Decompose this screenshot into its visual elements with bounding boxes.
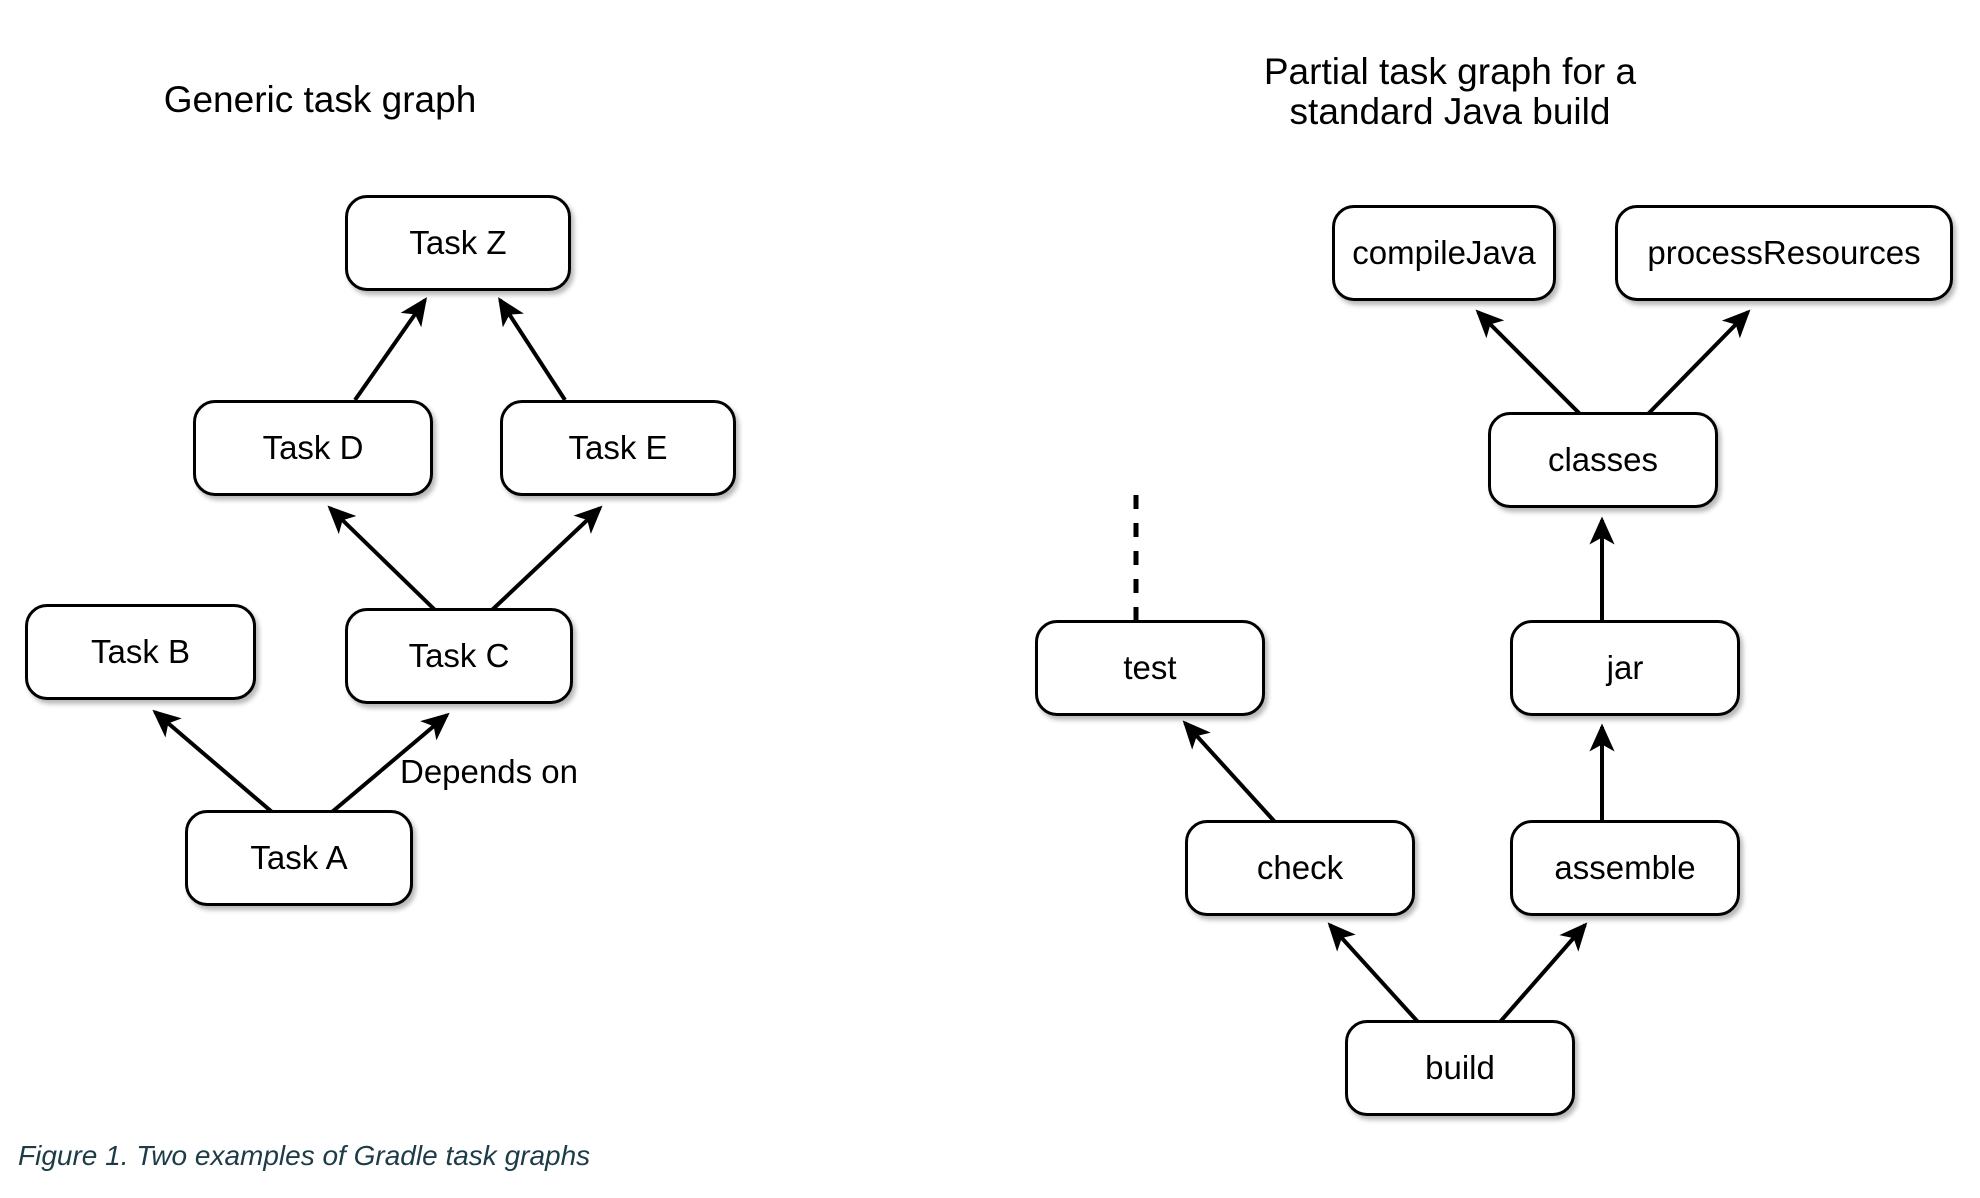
edge-build-assemble (1498, 922, 1588, 1024)
edge-label-depends-on: Depends on (400, 753, 578, 790)
node-task-e[interactable]: Task E (500, 400, 736, 496)
edge-taskE-taskZ (498, 297, 567, 402)
node-label: Task C (408, 637, 510, 674)
node-task-a[interactable]: Task A (185, 810, 413, 906)
edge-taskA-taskC (330, 712, 450, 814)
node-label: Task Z (409, 224, 507, 261)
node-label: processResources (1647, 234, 1921, 271)
edge-classes-processResources (1646, 309, 1751, 416)
right-graph-title: Partial task graph for a standard Java b… (1263, 51, 1637, 132)
node-build[interactable]: build (1345, 1020, 1575, 1116)
edge-taskA-taskB (152, 709, 274, 814)
figure-caption: Figure 1. Two examples of Gradle task gr… (18, 1140, 591, 1171)
node-task-z[interactable]: Task Z (345, 195, 571, 291)
node-task-d[interactable]: Task D (193, 400, 433, 496)
edge-classes-compileJava (1475, 309, 1582, 416)
node-label: test (1123, 649, 1177, 686)
node-check[interactable]: check (1185, 820, 1415, 916)
node-label: Task A (250, 839, 348, 876)
edge-build-check (1327, 922, 1420, 1024)
edge-taskC-taskD (327, 505, 437, 612)
edge-check-test (1182, 720, 1277, 824)
node-label: build (1425, 1049, 1495, 1086)
edge-taskD-taskZ (353, 297, 428, 402)
node-label: check (1256, 849, 1344, 886)
node-label: Task D (262, 429, 364, 466)
node-assemble[interactable]: assemble (1510, 820, 1740, 916)
node-label: jar (1606, 649, 1644, 686)
node-label: Task E (568, 429, 668, 466)
node-process-resources[interactable]: processResources (1615, 205, 1953, 301)
left-graph-title: Generic task graph (163, 79, 477, 120)
node-label: compileJava (1352, 234, 1536, 271)
node-compile-java[interactable]: compileJava (1332, 205, 1556, 301)
edge-taskC-taskE (490, 505, 603, 612)
node-label: Task B (90, 633, 191, 670)
node-test[interactable]: test (1035, 620, 1265, 716)
node-jar[interactable]: jar (1510, 620, 1740, 716)
node-task-c[interactable]: Task C (345, 608, 573, 704)
node-label: assemble (1554, 849, 1696, 886)
node-classes[interactable]: classes (1488, 412, 1718, 508)
node-label: classes (1547, 441, 1659, 478)
node-task-b[interactable]: Task B (25, 604, 256, 700)
